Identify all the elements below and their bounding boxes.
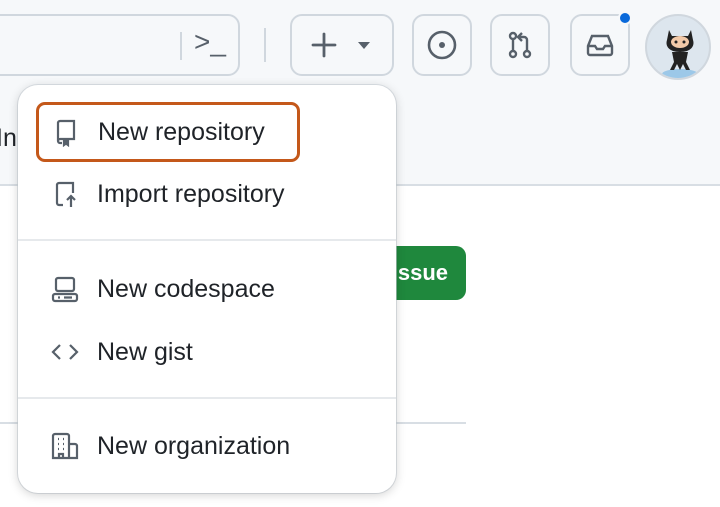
top-header: >_ In: [0, 0, 720, 186]
background-text: In: [0, 124, 17, 152]
menu-divider: [18, 239, 396, 241]
organization-icon: [51, 432, 79, 460]
issues-button[interactable]: [412, 14, 472, 76]
create-new-button[interactable]: [290, 14, 394, 76]
user-avatar[interactable]: [645, 14, 711, 80]
create-new-menu: New repository Import repository New cod…: [18, 85, 396, 493]
menu-item-label: New gist: [97, 337, 193, 366]
triangle-down-icon: [358, 42, 370, 49]
menu-item-new-repository[interactable]: New repository: [36, 102, 300, 162]
inbox-button[interactable]: [570, 14, 630, 76]
repo-icon: [56, 119, 76, 147]
codespaces-icon: [51, 276, 79, 303]
search-input[interactable]: >_: [0, 14, 240, 76]
menu-item-new-codespace[interactable]: New codespace: [18, 261, 396, 317]
menu-item-label: New codespace: [97, 274, 275, 303]
issue-opened-icon: [427, 30, 457, 60]
notification-dot: [618, 11, 632, 25]
search-divider: [180, 32, 182, 60]
menu-item-label: New repository: [98, 117, 265, 146]
inbox-icon: [586, 34, 614, 57]
menu-item-label: Import repository: [97, 179, 285, 208]
header-divider: [264, 28, 266, 62]
menu-item-import-repository[interactable]: Import repository: [18, 166, 396, 222]
command-palette-icon[interactable]: >_: [194, 26, 226, 57]
pull-requests-button[interactable]: [490, 14, 550, 76]
code-icon: [51, 344, 79, 360]
menu-item-new-organization[interactable]: New organization: [18, 418, 396, 474]
menu-item-label: New organization: [97, 431, 291, 460]
octocat-avatar-icon: [662, 30, 698, 78]
menu-divider: [18, 397, 396, 399]
git-pull-request-icon: [508, 31, 532, 59]
repo-push-icon: [55, 181, 76, 207]
plus-icon: [311, 32, 337, 58]
menu-item-new-gist[interactable]: New gist: [18, 324, 396, 380]
